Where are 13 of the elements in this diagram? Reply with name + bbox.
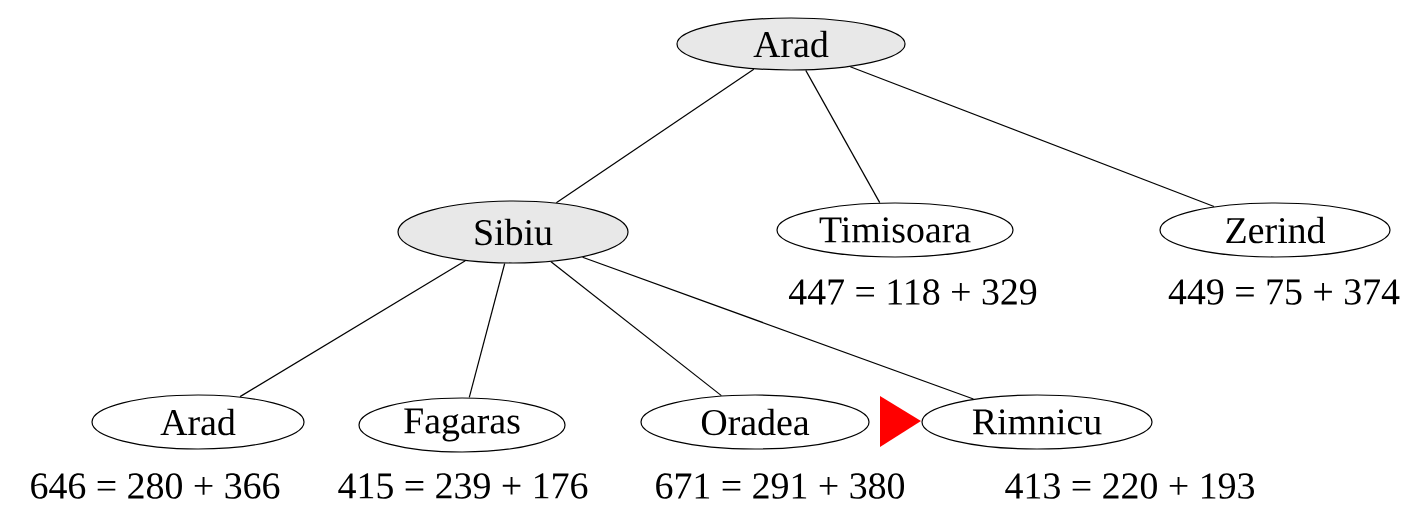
tree-edge [468,262,506,399]
cost-label: 415 = 239 + 176 [338,473,588,499]
cost-label: 447 = 118 + 329 [789,279,1037,305]
tree-edge [555,68,755,204]
cost-label: 413 = 220 + 193 [1005,473,1254,499]
tree-edge [239,260,466,398]
tree-edge [849,66,1215,208]
tree-edge [582,256,975,400]
tree-edge [805,69,881,204]
cost-label: 449 = 75 + 374 [1168,279,1400,305]
cost-label: 646 = 280 + 366 [31,473,280,499]
cost-label: 671 = 291 + 380 [656,473,905,499]
tree-edge [550,261,722,397]
